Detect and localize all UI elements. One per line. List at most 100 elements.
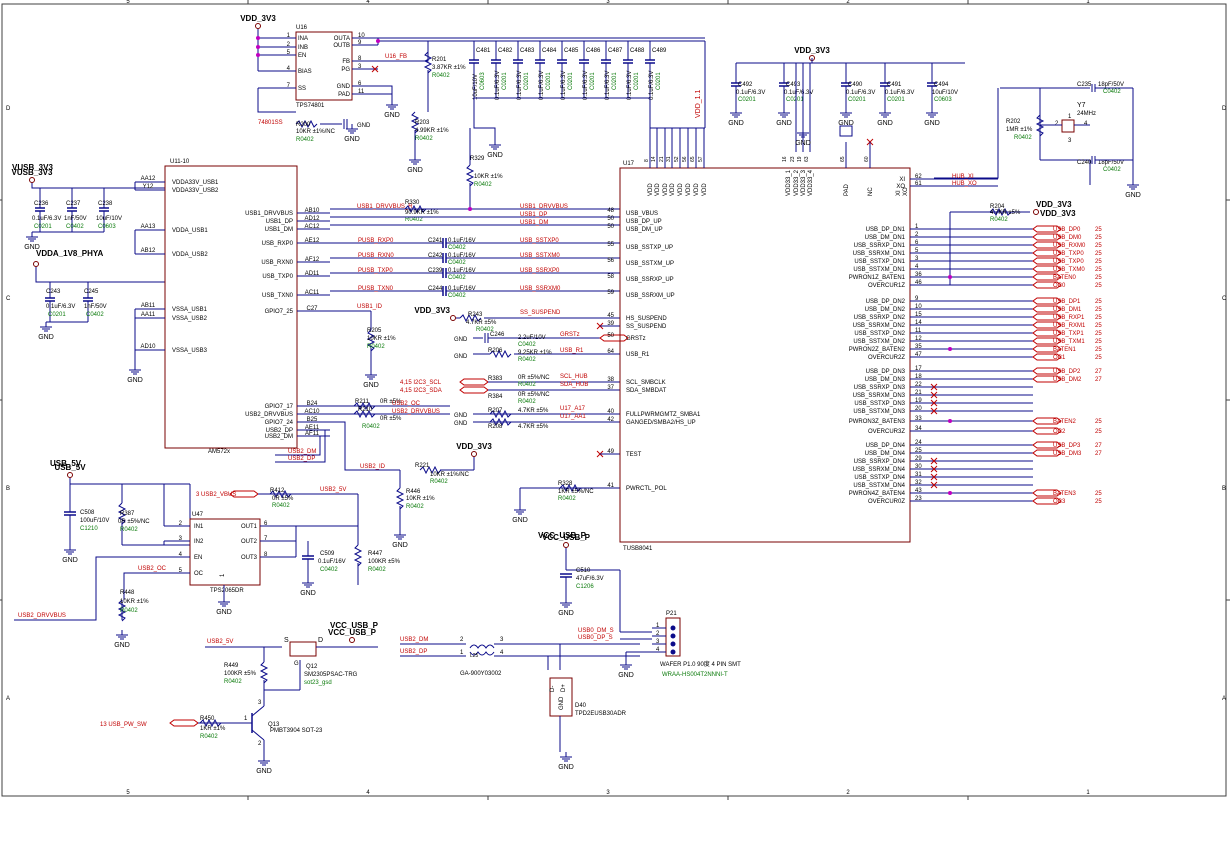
ground-label: GND — [114, 642, 130, 649]
wire — [378, 85, 393, 100]
mid-cap-value: 0.1uF/16V — [448, 268, 476, 274]
u17-right-net: USB_RXM0 — [1053, 243, 1086, 249]
u17-top-pin: VDD — [663, 183, 669, 196]
row-label-right: A — [1222, 696, 1226, 702]
r200-pkg: R0402 — [296, 137, 314, 143]
ground-label: GND — [407, 167, 423, 174]
u11-right-pin: USB_RXP0 — [262, 241, 294, 247]
r206-pkg: R0402 — [518, 357, 536, 363]
ground-label: GND — [512, 517, 528, 524]
power-label: VDD_3V3 — [414, 306, 450, 315]
cap-bank-value: 0.1uF/6.3V — [539, 71, 545, 100]
u47-ref: U47 — [192, 512, 204, 518]
u17-right-pin: USB_DM_DN4 — [865, 451, 906, 457]
junction-dot — [948, 419, 952, 423]
u17-top-num: 56 — [682, 156, 688, 162]
crystal-body — [1061, 119, 1075, 133]
usb5v-label: USB_5V — [50, 459, 82, 468]
u17-right-page: 25 — [1095, 307, 1102, 313]
vusb-cap-ref: C238 — [98, 201, 113, 207]
row-label-right: D — [1222, 106, 1227, 112]
q12-ref: Q12 — [306, 664, 318, 670]
ground-label: GND — [728, 120, 744, 127]
u17-top-num: 60 — [864, 156, 870, 162]
u16-pin-name: PG — [341, 67, 350, 73]
u17-right-page: 25 — [1095, 227, 1102, 233]
u17-right-pin: USB_SSTXP_DN1 — [854, 259, 905, 265]
l25-coil — [469, 644, 495, 649]
r210-ref: R210 — [358, 407, 373, 413]
u17-right-num: 30 — [915, 464, 922, 470]
power-symbol — [33, 261, 39, 267]
r202-value: 1MR ±1% — [1006, 127, 1033, 133]
p21-pin-dot — [670, 649, 676, 655]
ground-label: GND — [344, 136, 360, 143]
r446-value: 10KR ±1% — [406, 496, 435, 502]
u17-left-num: 48 — [607, 208, 614, 214]
ground-label: GND — [38, 334, 54, 341]
resistor-zigzag — [353, 544, 363, 567]
power-symbol — [471, 451, 477, 457]
u11-left-pin: VSSA_USB2 — [172, 316, 208, 322]
mid-cap-ref: C242 — [428, 253, 443, 259]
cap-right-ref: C492 — [738, 82, 753, 88]
vdda-cap-value: 1nF/50V — [84, 304, 107, 310]
u17-left-num: 50 — [607, 224, 614, 230]
ground-symbol — [926, 108, 938, 118]
offpage-connector — [1032, 441, 1062, 449]
u11-ball: Y12 — [143, 184, 154, 190]
cap-bank-value: 0.1uF/6.3V — [627, 71, 633, 100]
u17-right-num: 43 — [915, 488, 922, 494]
u11-left-pin: VDDA33V_USB2 — [172, 188, 219, 194]
net-usb2-5v: USB2_5V — [320, 487, 346, 493]
r243-pkg: R0402 — [476, 327, 494, 333]
ground-symbol — [394, 530, 406, 540]
nc-mark — [930, 399, 938, 407]
cap-right-value: 0.1uF/6.3V — [846, 90, 875, 96]
vdda-cap-ref: C245 — [84, 289, 99, 295]
r450-value: 1KR ±1% — [200, 726, 226, 732]
u17-right-net: OC3 — [1053, 499, 1066, 505]
u17-top-pin: VDD33_2 — [794, 169, 800, 196]
mid-cap-pkg: C0402 — [448, 293, 466, 299]
u17-right-net: OC1 — [1053, 355, 1066, 361]
u17-left-num: 37 — [607, 385, 614, 391]
vusb-cap-value: 10uF/10V — [96, 216, 122, 222]
r330-value: 90.9KR ±1% — [405, 210, 439, 216]
power-label: USB_5V — [54, 463, 86, 472]
r387-pkg: R0402 — [120, 527, 138, 533]
cap-bank-pkg: C0201 — [590, 72, 596, 90]
r384-value: 0R ±5%/NC — [518, 392, 550, 398]
u11-right-pin: USB_TXN0 — [262, 293, 294, 299]
u11-left-pin: VDDA33V_USB1 — [172, 180, 219, 186]
r204-ref: R204 — [990, 204, 1005, 210]
u17-right-pin: OVERCUR1Z — [868, 283, 905, 289]
u17-right-page: 25 — [1095, 315, 1102, 321]
u11-right-pin: GPIO7_25 — [265, 309, 294, 315]
u17-top-num: 63 — [804, 156, 810, 162]
u11-body — [164, 165, 298, 449]
u11-part: AM572x — [208, 449, 230, 455]
u17-left-num: 38 — [607, 377, 614, 383]
l25-pin: 1 — [460, 650, 464, 656]
c235-value: 18pF/50V — [1098, 82, 1124, 88]
resistor-zigzag — [465, 164, 475, 187]
r206-ref: R206 — [488, 348, 503, 354]
ground-symbol — [365, 370, 377, 380]
net-hub-xi: HUB_XO — [952, 181, 977, 187]
r448-ref: R448 — [120, 590, 135, 596]
u16-pin-name: OUTB — [333, 43, 350, 49]
power-symbol — [255, 23, 261, 29]
u17-left-num: 56 — [607, 258, 614, 264]
u17-right-page: 25 — [1095, 243, 1102, 249]
u17-right-num: 47 — [915, 352, 922, 358]
resistor-zigzag — [489, 349, 512, 359]
r450-ref: R450 — [200, 716, 215, 722]
ground-symbol — [514, 505, 526, 515]
u17-right-pin: USB_SSRXP_DN3 — [854, 385, 906, 391]
u17-right-net: USB_RXM1 — [1053, 323, 1086, 329]
ground-label: GND — [795, 140, 811, 147]
u16-pin-name: PAD — [338, 92, 351, 98]
u11-left-pin: VDDA_USB1 — [172, 228, 208, 234]
resistor-zigzag — [410, 111, 420, 134]
